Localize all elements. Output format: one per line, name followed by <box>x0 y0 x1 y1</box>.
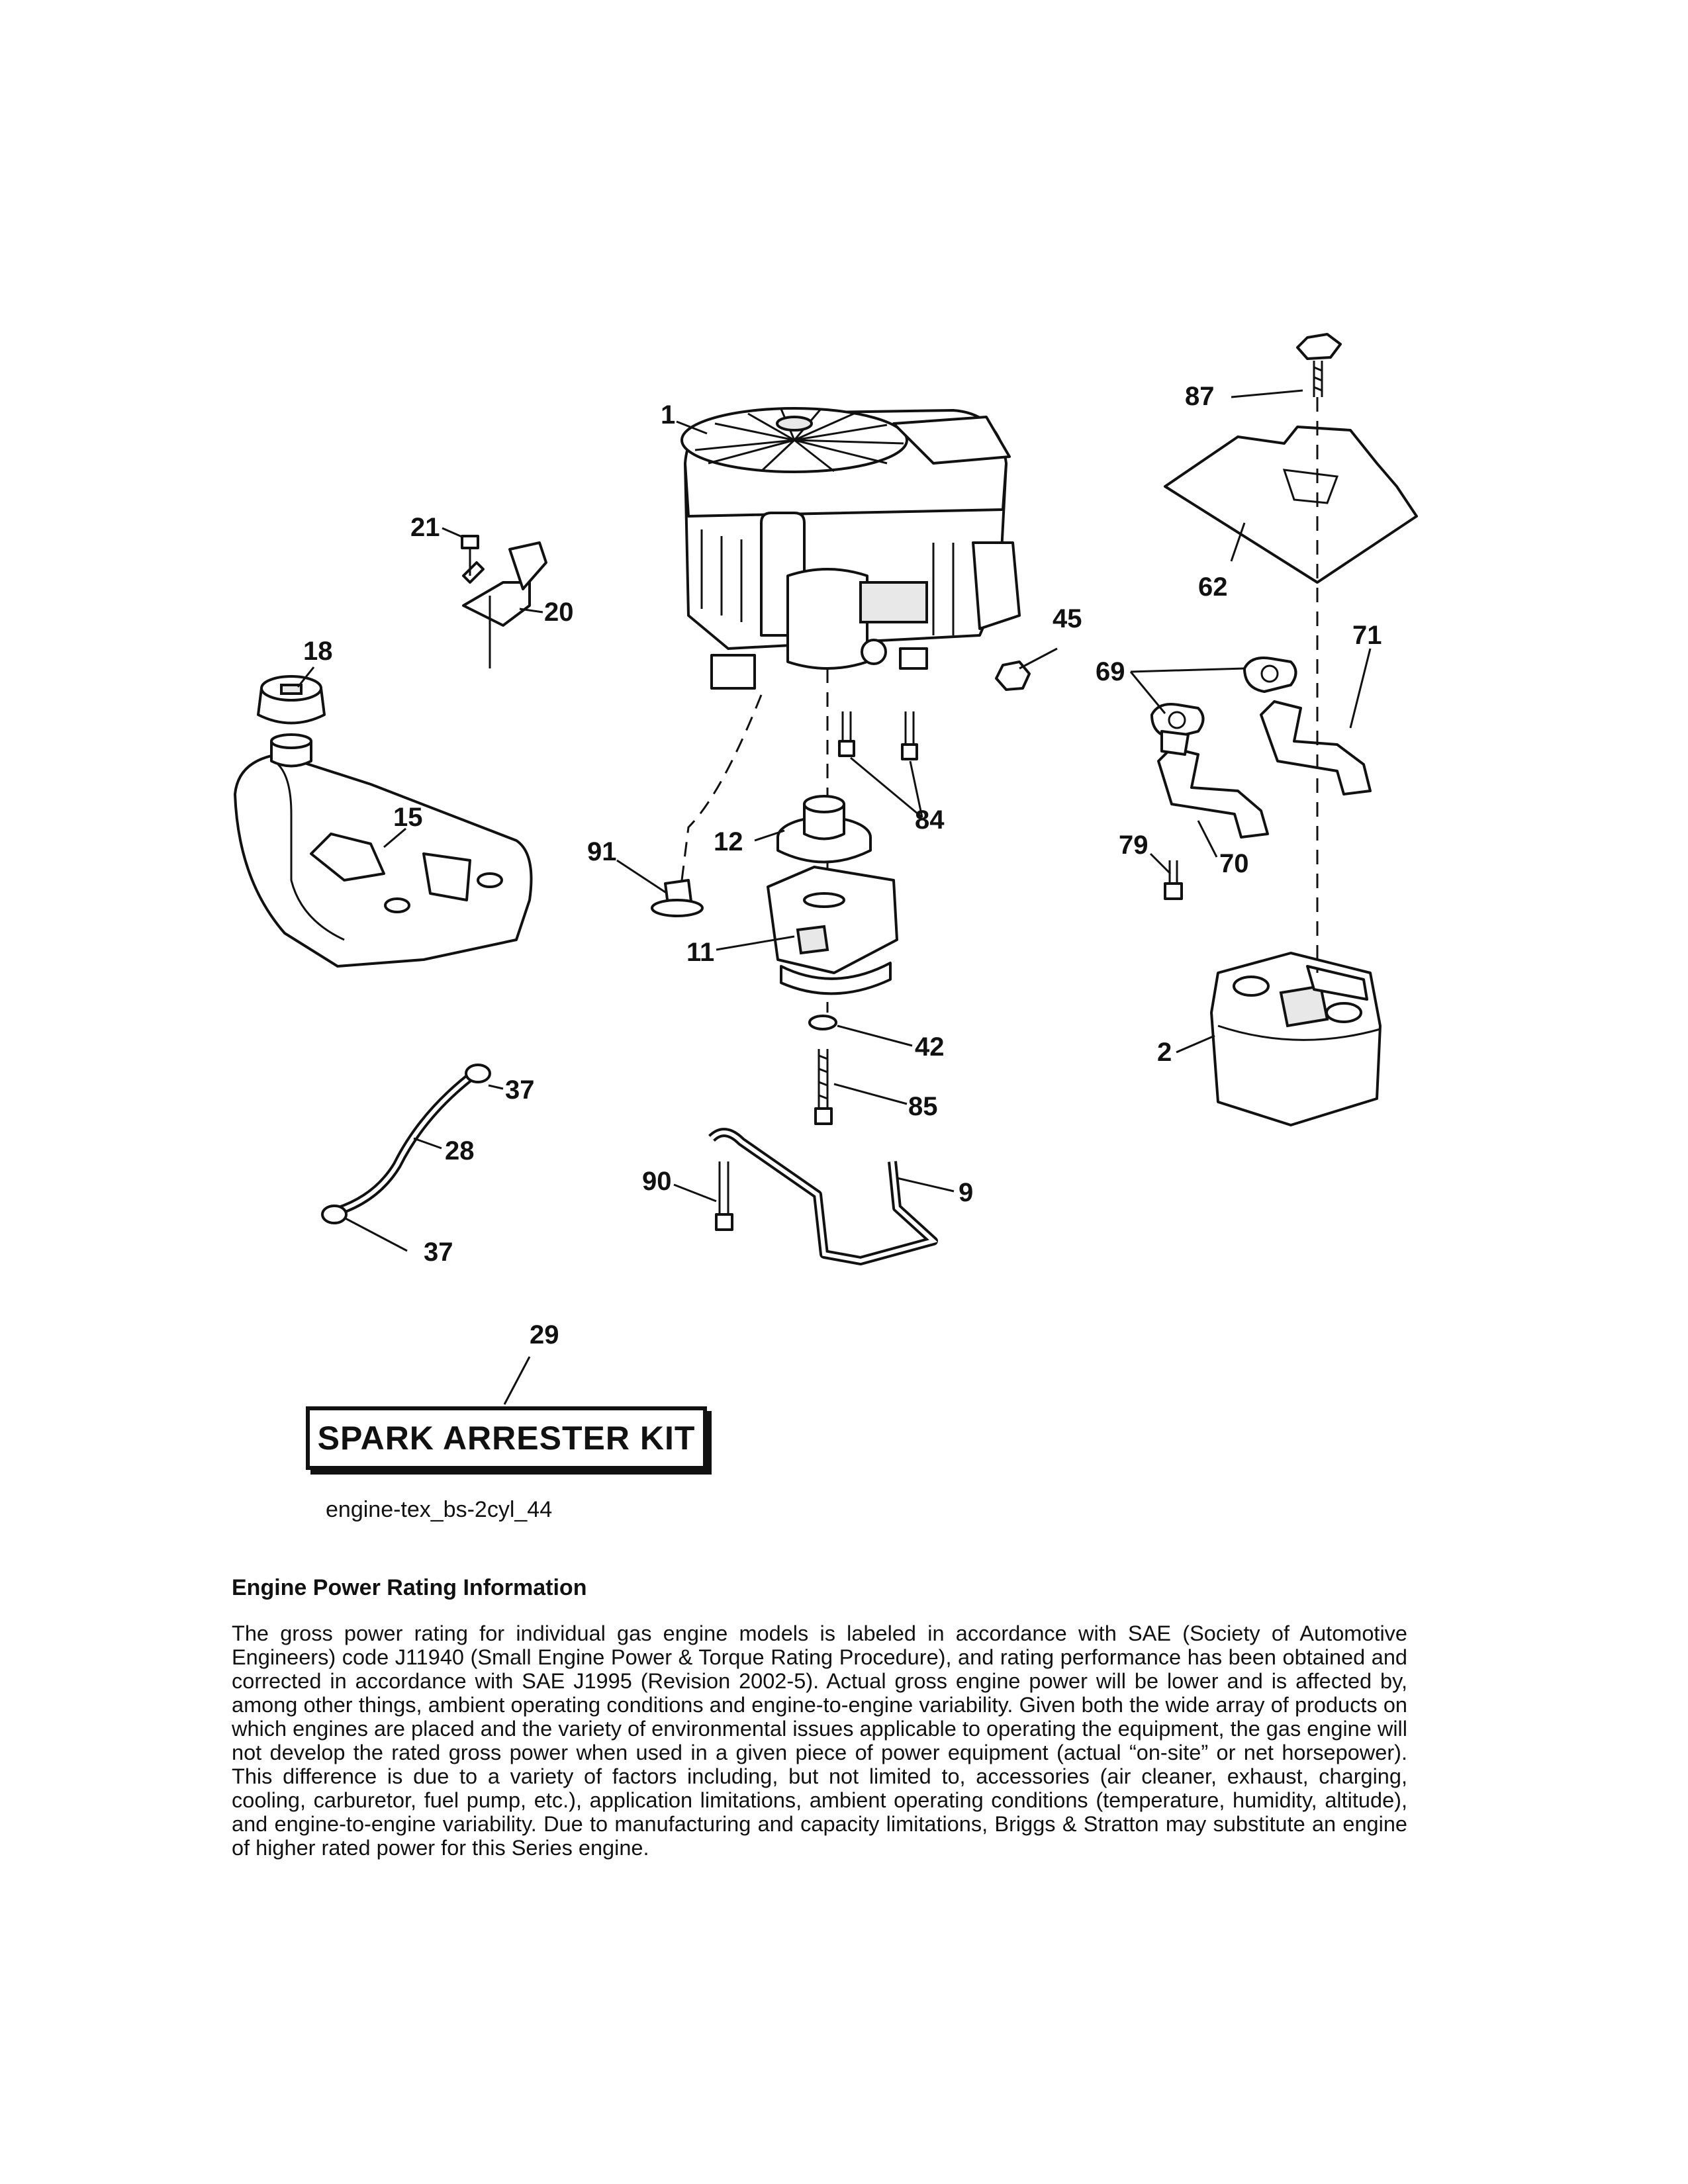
callout-20: 20 <box>544 598 574 627</box>
callout-42: 42 <box>915 1032 945 1062</box>
callout-28: 28 <box>445 1136 475 1165</box>
callout-69: 69 <box>1096 657 1125 686</box>
callout-9: 9 <box>959 1178 973 1207</box>
engine-cover-plate <box>1164 426 1418 584</box>
spark-arrester-kit-label: SPARK ARRESTER KIT <box>317 1420 696 1457</box>
callout-79: 79 <box>1119 831 1149 860</box>
fuel-cap-18 <box>257 675 326 725</box>
callout-2: 2 <box>1157 1038 1172 1067</box>
bolt-90 <box>715 1161 733 1231</box>
exhaust-pipe-70 <box>1157 730 1269 839</box>
hose-clamps-37 <box>321 1064 491 1224</box>
bolt-85 <box>814 1049 833 1125</box>
power-rating-paragraph: The gross power rating for individual ga… <box>232 1621 1407 1860</box>
callout-45: 45 <box>1053 604 1082 633</box>
callout-leaders <box>297 389 1372 1405</box>
callout-90: 90 <box>642 1167 672 1196</box>
washer-42 <box>808 1015 837 1030</box>
callout-37-bottom: 37 <box>424 1238 453 1267</box>
nut-45 <box>995 660 1031 691</box>
callout-85: 85 <box>908 1092 938 1121</box>
muffler <box>1210 952 1382 1126</box>
callout-84: 84 <box>915 805 945 835</box>
callout-11: 11 <box>686 938 714 967</box>
callout-70: 70 <box>1219 849 1249 878</box>
callout-21: 21 <box>410 513 440 542</box>
callout-87: 87 <box>1185 382 1215 411</box>
parts-diagram: 1 87 21 20 62 45 71 18 69 84 15 12 91 79… <box>234 333 1418 1405</box>
callout-71: 71 <box>1352 621 1382 650</box>
spark-arrester-kit-box: SPARK ARRESTER KIT <box>306 1406 707 1470</box>
callout-29: 29 <box>530 1320 559 1349</box>
mounting-bracket-9 <box>708 1128 938 1265</box>
fuel-tank-15 <box>234 733 533 968</box>
engine-bolts-84 <box>838 711 918 760</box>
callout-labels: 1 87 21 20 62 45 71 18 69 84 15 12 91 79… <box>303 382 1382 1349</box>
fuel-line-28 <box>336 1068 480 1216</box>
callout-12: 12 <box>714 827 743 856</box>
engine-part <box>680 407 1021 690</box>
exhaust-gaskets <box>1150 657 1297 739</box>
pulley-12 <box>776 795 872 864</box>
callout-37-top: 37 <box>505 1075 535 1105</box>
bolt-79 <box>1164 860 1183 900</box>
spacer-91 <box>651 879 704 917</box>
electric-clutch-11 <box>767 866 898 995</box>
callout-91: 91 <box>587 837 617 866</box>
callout-15: 15 <box>393 803 423 832</box>
diagram-id: engine-tex_bs-2cyl_44 <box>326 1497 553 1522</box>
callout-18: 18 <box>303 637 333 666</box>
screw-87 <box>1296 333 1342 397</box>
screw-21 <box>461 535 479 576</box>
throttle-control <box>462 541 547 668</box>
callout-62: 62 <box>1198 572 1228 602</box>
callout-1: 1 <box>661 400 675 430</box>
power-rating-heading: Engine Power Rating Information <box>232 1575 587 1600</box>
